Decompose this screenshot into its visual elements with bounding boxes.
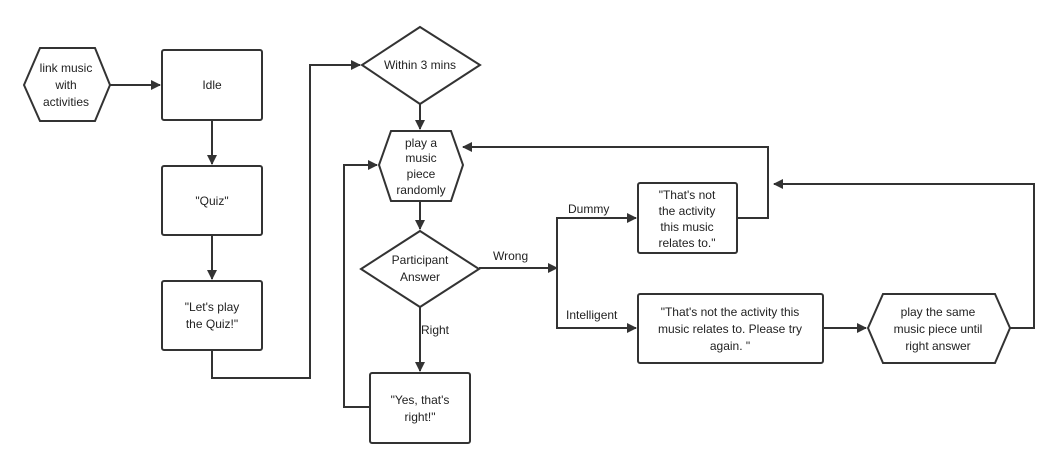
node-text-line: right!" [405, 410, 436, 424]
node-text-line: right answer [905, 339, 970, 353]
node-text-line: this music [660, 220, 713, 234]
node-text-line: Participant [392, 253, 449, 267]
node-text-line: Within 3 mins [384, 58, 456, 72]
edge-labels: Wrong Right Dummy Intelligent [421, 202, 618, 337]
edge-label-wrong: Wrong [493, 249, 528, 263]
edge-label-intelligent: Intelligent [566, 308, 618, 322]
node-link-music[interactable]: link music with activities [22, 47, 112, 122]
edge-play-same-loop [773, 179, 1035, 329]
edge-lets-play-to-within-3-mins [211, 60, 361, 379]
node-text-line: activities [43, 95, 89, 109]
node-within-3-mins[interactable]: Within 3 mins [360, 25, 482, 106]
node-text-line: music piece until [894, 322, 983, 336]
edge-wrong-to-dummy [556, 213, 637, 268]
node-text-line: "Let's play [185, 300, 240, 314]
node-text-line: Answer [400, 270, 440, 284]
node-text-line: piece [407, 167, 436, 181]
node-play-random[interactable]: play a music piece randomly [377, 130, 465, 202]
node-text-line: randomly [396, 183, 445, 197]
edge-dummy-to-play-random [462, 142, 769, 219]
node-text-line: the Quiz!" [186, 317, 238, 331]
node-play-same[interactable]: play the same music piece until right an… [866, 293, 1012, 364]
node-text-line: play a [405, 136, 437, 150]
node-text-line: "That's not [659, 188, 716, 202]
node-text-line: music relates to. Please try [658, 322, 802, 336]
edge-wrong-to-intelligent [556, 268, 637, 333]
node-participant-answer[interactable]: Participant Answer [359, 229, 481, 309]
node-lets-play[interactable]: "Let's play the Quiz!" [161, 280, 263, 351]
node-dummy-response[interactable]: "That's not the activity this music rela… [637, 182, 738, 254]
node-text-line: relates to." [659, 236, 716, 250]
node-text-line: the activity [659, 204, 716, 218]
node-text-line: "That's not the activity this [661, 305, 800, 319]
node-intelligent-response[interactable]: "That's not the activity this music rela… [637, 293, 824, 364]
node-quiz[interactable]: "Quiz" [161, 165, 263, 236]
node-text-line: play the same [901, 305, 976, 319]
node-text-line: again. " [710, 339, 750, 353]
node-text-line: Idle [202, 78, 222, 92]
node-idle[interactable]: Idle [161, 49, 263, 121]
node-text-line: "Quiz" [195, 194, 228, 208]
edge-label-dummy: Dummy [568, 202, 609, 216]
edges [110, 60, 1035, 408]
node-text-line: "Yes, that's [391, 393, 450, 407]
node-text-line: link music [40, 61, 93, 75]
node-text-line: with [54, 78, 76, 92]
edge-label-right: Right [421, 323, 450, 337]
node-text-line: music [405, 151, 436, 165]
node-yes-right[interactable]: "Yes, that's right!" [369, 372, 471, 444]
edge-yes-right-to-play-random [343, 160, 378, 408]
